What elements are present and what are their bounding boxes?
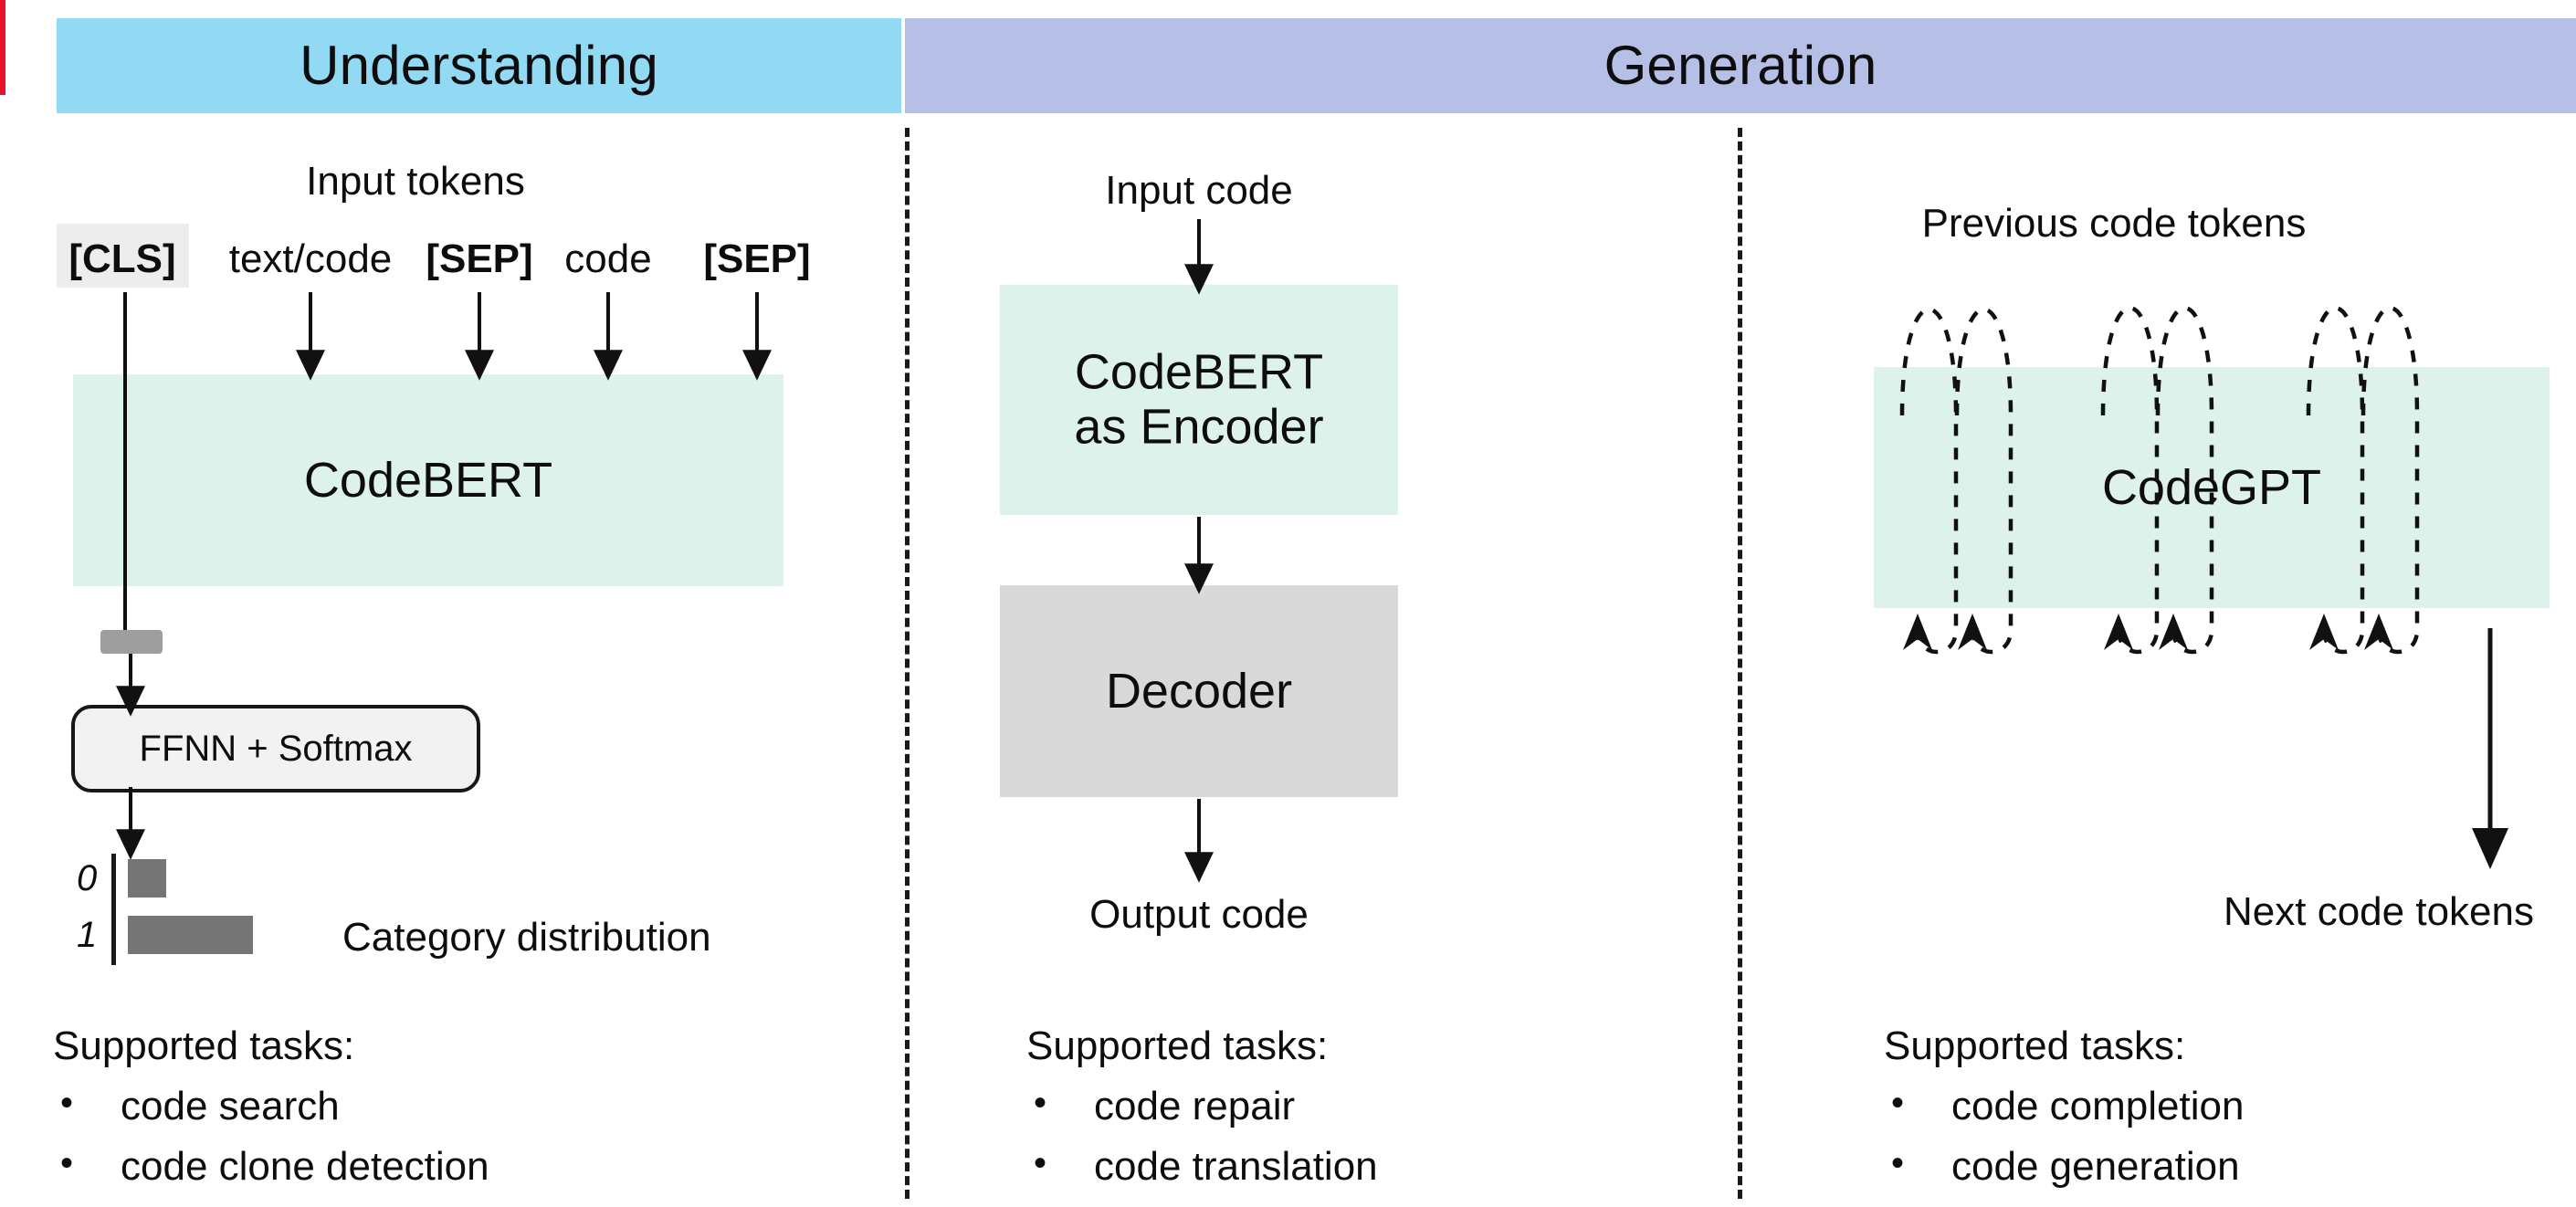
right-task-1: code generation	[1951, 1144, 2240, 1189]
token-text-code: text/code	[228, 236, 393, 281]
middle-task-0: code repair	[1094, 1084, 1296, 1128]
bullet-icon: •	[60, 1143, 74, 1183]
right-output-caption: Next code tokens	[2224, 889, 2534, 934]
bullet-icon: •	[1034, 1083, 1047, 1123]
right-task-0: code completion	[1951, 1084, 2245, 1128]
list-item: • code search	[53, 1083, 489, 1128]
column-divider-left	[905, 128, 909, 1199]
ffnn-softmax-label: FFNN + Softmax	[139, 728, 413, 769]
list-item: • code completion	[1884, 1083, 2245, 1128]
right-input-caption: Previous code tokens	[1921, 201, 2307, 246]
left-input-caption: Input tokens	[306, 159, 525, 204]
distribution-caption: Category distribution	[342, 915, 711, 960]
distribution-axis	[111, 854, 116, 965]
token-sep-1: [SEP]	[426, 236, 533, 281]
middle-supported-tasks: Supported tasks: • code repair • code tr…	[1026, 1026, 1378, 1207]
list-item: • code repair	[1026, 1083, 1378, 1128]
left-task-0: code search	[121, 1084, 340, 1128]
middle-task-1: code translation	[1094, 1144, 1378, 1189]
ffnn-softmax-box: FFNN + Softmax	[71, 705, 480, 792]
decoder-box-label: Decoder	[1105, 663, 1293, 719]
right-supported-tasks: Supported tasks: • code completion • cod…	[1884, 1026, 2244, 1207]
middle-output-caption: Output code	[1089, 892, 1309, 937]
section-banner-generation-label: Generation	[1603, 35, 1877, 96]
list-item: • code clone detection	[53, 1143, 489, 1189]
column-divider-right	[1738, 128, 1742, 1199]
distribution-bar-0	[128, 859, 166, 897]
middle-input-caption: Input code	[1105, 168, 1293, 213]
cls-token-chip	[57, 224, 189, 288]
decoder-box: Decoder	[1000, 585, 1398, 797]
bullet-icon: •	[60, 1083, 74, 1123]
token-sep-2: [SEP]	[703, 236, 811, 281]
distribution-tick-0: 0	[77, 858, 98, 898]
bullet-icon: •	[1034, 1143, 1047, 1183]
token-code: code	[564, 236, 652, 281]
bullet-icon: •	[1891, 1143, 1905, 1183]
list-item: • code translation	[1026, 1143, 1378, 1189]
token-cls: [CLS]	[68, 236, 176, 281]
codegpt-box: CodeGPT	[1874, 367, 2550, 608]
pooled-token-block	[100, 630, 163, 654]
codebert-box-label: CodeBERT	[303, 452, 553, 508]
distribution-tick-1: 1	[77, 915, 98, 955]
codebert-encoder-box-label: CodeBERT as Encoder	[1074, 344, 1324, 455]
middle-tasks-list: • code repair • code translation	[1026, 1083, 1378, 1189]
distribution-bar-1	[128, 916, 253, 954]
left-tasks-heading: Supported tasks:	[53, 1023, 355, 1068]
right-tasks-list: • code completion • code generation	[1884, 1083, 2245, 1189]
left-task-1: code clone detection	[121, 1144, 489, 1189]
middle-tasks-heading: Supported tasks:	[1026, 1023, 1329, 1068]
section-banner-understanding-label: Understanding	[300, 35, 658, 96]
section-banner-generation: Generation	[905, 18, 2576, 113]
list-item: • code generation	[1884, 1143, 2244, 1189]
left-tasks-list: • code search • code clone detection	[53, 1083, 489, 1189]
codebert-encoder-box: CodeBERT as Encoder	[1000, 285, 1398, 515]
section-banner-understanding: Understanding	[57, 18, 901, 113]
bullet-icon: •	[1891, 1083, 1905, 1123]
codegpt-box-label: CodeGPT	[2101, 459, 2322, 515]
recurrence-arrowheads	[1903, 614, 2393, 650]
banner-split-line	[0, 0, 5, 95]
right-tasks-heading: Supported tasks:	[1884, 1023, 2186, 1068]
left-supported-tasks: Supported tasks: • code search • code cl…	[53, 1026, 489, 1207]
codebert-box: CodeBERT	[73, 374, 783, 586]
